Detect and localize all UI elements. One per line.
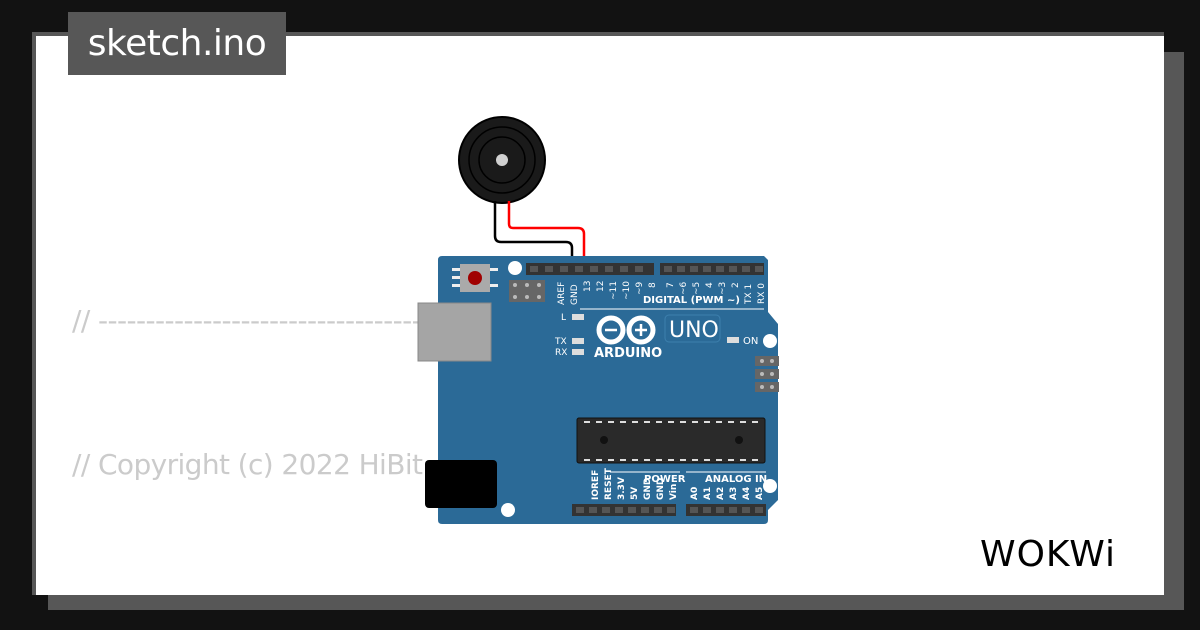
- svg-text:RESET: RESET: [604, 467, 614, 500]
- svg-text:RX 0: RX 0: [757, 283, 767, 304]
- svg-text:TX 1: TX 1: [744, 284, 754, 305]
- svg-text:4: 4: [705, 282, 715, 288]
- signal-wire[interactable]: [507, 201, 586, 270]
- svg-text:8: 8: [648, 282, 658, 288]
- uno-model-label: UNO: [669, 318, 719, 343]
- led-l: [572, 314, 584, 320]
- reset-button[interactable]: [452, 264, 498, 292]
- svg-text:12: 12: [596, 281, 606, 292]
- arduino-infinity-icon: [596, 315, 656, 345]
- power-header[interactable]: [572, 504, 676, 516]
- power-jack: [425, 460, 497, 508]
- mounting-hole-icon: [501, 503, 515, 517]
- svg-text:GND: GND: [643, 478, 653, 500]
- mounting-hole-icon: [763, 334, 777, 348]
- led-on: [727, 337, 739, 343]
- svg-text:GND: GND: [570, 284, 580, 305]
- digital-header-right[interactable]: [660, 263, 764, 275]
- led-on-label: ON: [743, 336, 758, 347]
- atmega-chip: [576, 417, 766, 464]
- svg-text:~5: ~5: [692, 282, 702, 295]
- svg-text:~6: ~6: [679, 281, 689, 295]
- svg-text:13: 13: [583, 281, 593, 292]
- buzzer-component[interactable]: [458, 116, 546, 204]
- svg-text:A0: A0: [690, 487, 700, 500]
- arduino-uno-board[interactable]: AREF GND 13 12 ~11 ~10 ~9 8 7 ~6 ~5 4 ~3…: [417, 256, 779, 524]
- usb-port: [417, 302, 492, 362]
- wokwi-logo[interactable]: WOKWi: [978, 528, 1150, 576]
- file-tab[interactable]: sketch.ino: [68, 12, 286, 75]
- led-rx-label: RX: [555, 348, 567, 358]
- analog-header-label: ANALOG IN: [705, 474, 767, 485]
- svg-text:IOREF: IOREF: [591, 470, 601, 500]
- svg-text:GND: GND: [656, 478, 666, 500]
- svg-text:A5: A5: [755, 487, 765, 500]
- led-l-label: L: [561, 313, 566, 323]
- svg-text:5V: 5V: [630, 487, 640, 500]
- svg-text:~11: ~11: [609, 281, 619, 300]
- power-header-label: POWER: [644, 474, 686, 485]
- wokwi-logo-text: WOKWi: [980, 534, 1116, 575]
- svg-text:7: 7: [666, 282, 676, 288]
- led-tx-label: TX: [554, 337, 567, 347]
- led-rx: [572, 349, 584, 355]
- svg-text:3.3V: 3.3V: [617, 477, 627, 500]
- svg-text:A4: A4: [742, 487, 752, 500]
- svg-text:A1: A1: [703, 487, 713, 500]
- svg-text:A3: A3: [729, 487, 739, 500]
- svg-text:~3: ~3: [718, 282, 728, 295]
- svg-text:~10: ~10: [622, 281, 632, 300]
- led-tx: [572, 338, 584, 344]
- svg-text:Vin: Vin: [669, 484, 679, 500]
- mounting-hole-icon: [763, 479, 777, 493]
- code-line: // -------------------------------------…: [72, 585, 762, 595]
- gnd-wire[interactable]: [493, 201, 574, 270]
- arduino-brand-label: ARDUINO: [594, 346, 662, 361]
- buzzer-center-icon: [496, 154, 508, 166]
- svg-text:A2: A2: [716, 487, 726, 500]
- digital-header-label: DIGITAL (PWM ~): [643, 295, 740, 306]
- svg-text:AREF: AREF: [557, 282, 567, 305]
- mounting-hole-icon: [508, 261, 522, 275]
- svg-text:~9: ~9: [635, 281, 645, 295]
- svg-text:2: 2: [731, 282, 741, 288]
